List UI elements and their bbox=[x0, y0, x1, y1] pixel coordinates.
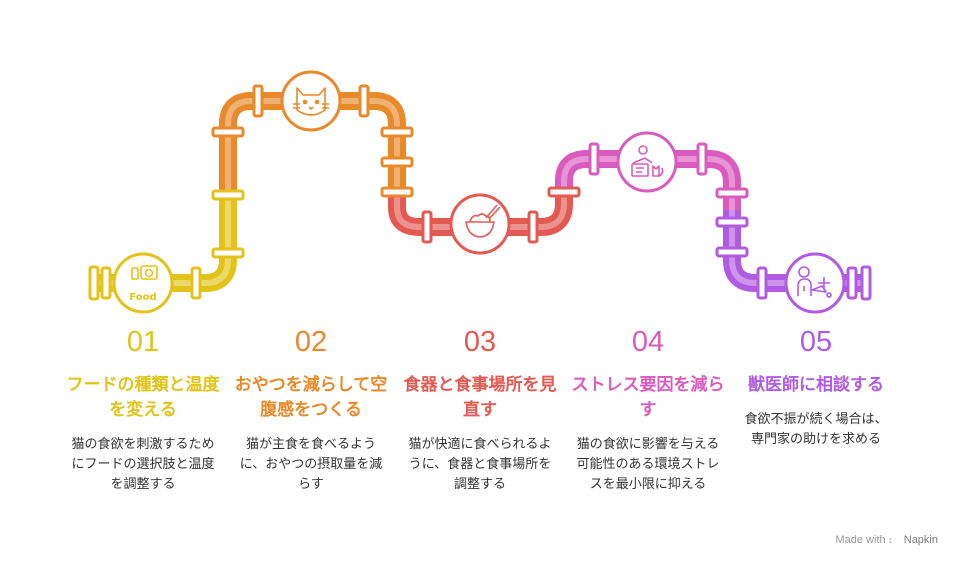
vet-consult-icon bbox=[797, 266, 832, 298]
pipe-end-cap-left bbox=[88, 265, 100, 301]
pipe-coupling bbox=[100, 266, 112, 300]
step-2: 02 おやつを減らして空腹感をつくる 猫が主食を食べるように、おやつの摂取量を減… bbox=[227, 325, 395, 495]
step-description: 食欲不振が続く場合は、専門家の助けを求める bbox=[744, 412, 888, 447]
step-title: 獣医師に相談する bbox=[748, 375, 884, 395]
step-description: 猫の食欲に影響を与える可能性のある環境ストレスを最小限に抑える bbox=[576, 437, 720, 492]
step-2-node bbox=[280, 70, 342, 132]
step-description: 猫の食欲を刺激するためにフードの選択肢と温度を調整する bbox=[71, 437, 215, 492]
pipe-coupling bbox=[380, 156, 414, 168]
pipe-coupling bbox=[696, 142, 708, 176]
pipe-end-cap-right bbox=[860, 265, 872, 301]
pipe-coupling bbox=[421, 210, 433, 244]
food-icon-label: Food bbox=[129, 292, 156, 303]
step-5-node bbox=[784, 252, 846, 314]
pipe-coupling bbox=[547, 186, 581, 198]
step-3: 03 食器と食事場所を見直す 猫が快適に食べられるように、食器と食事場所を調整す… bbox=[396, 325, 564, 495]
step-title: おやつを減らして空腹感をつくる bbox=[234, 375, 388, 420]
step-number: 03 bbox=[463, 326, 497, 358]
pipe-segment-5 bbox=[723, 210, 866, 292]
pipe-coupling bbox=[715, 246, 749, 258]
pipe-coupling bbox=[380, 126, 414, 138]
pipe-coupling bbox=[190, 266, 202, 300]
pipe-coupling bbox=[211, 126, 245, 138]
pipe-coupling bbox=[715, 216, 749, 228]
pipe-couplings bbox=[100, 84, 858, 300]
pipe-coupling bbox=[380, 186, 414, 198]
pipe-coupling bbox=[527, 210, 539, 244]
made-with-napkin-footer[interactable]: Made with ⨟ Napkin bbox=[835, 534, 938, 547]
pipe-coupling bbox=[715, 187, 749, 199]
step-4-node bbox=[616, 131, 678, 193]
step-number: 04 bbox=[631, 326, 665, 358]
step-number: 05 bbox=[799, 326, 833, 358]
step-number: 02 bbox=[294, 326, 328, 358]
cat-face-icon bbox=[293, 87, 329, 116]
step-3-node bbox=[449, 193, 511, 255]
pipe-coupling bbox=[358, 84, 370, 118]
stress-cat-icon bbox=[631, 145, 664, 177]
step-number: 01 bbox=[126, 326, 160, 358]
pipe-coupling bbox=[846, 266, 858, 300]
footer-prefix: Made with bbox=[835, 534, 886, 546]
footer-brand: Napkin bbox=[903, 534, 938, 546]
pipe-coupling bbox=[252, 84, 264, 118]
step-title: フードの種類と温度を変える bbox=[66, 375, 220, 420]
pipe-coupling bbox=[211, 247, 245, 259]
pipe-coupling bbox=[211, 189, 245, 201]
step-description: 猫が主食を食べるように、おやつの摂取量を減らす bbox=[239, 437, 383, 492]
napkin-logo-icon: ⨟ bbox=[888, 534, 892, 546]
step-5: 05 獣医師に相談する 食欲不振が続く場合は、専門家の助けを求める bbox=[732, 325, 900, 450]
step-title: 食器と食事場所を見直す bbox=[403, 375, 557, 420]
step-description: 猫が快適に食べられるように、食器と食事場所を調整する bbox=[408, 437, 552, 492]
camera-food-icon: Food bbox=[129, 265, 158, 303]
step-title: ストレス要因を減らす bbox=[571, 375, 725, 420]
step-1: 01 フードの種類と温度を変える 猫の食欲を刺激するためにフードの選択肢と温度を… bbox=[59, 325, 227, 495]
step-4: 04 ストレス要因を減らす 猫の食欲に影響を与える可能性のある環境ストレスを最小… bbox=[564, 325, 732, 495]
food-bowl-icon bbox=[465, 204, 501, 238]
step-1-node: Food bbox=[112, 252, 174, 314]
pipe-segment-1 bbox=[92, 195, 237, 292]
pipe-coupling bbox=[756, 266, 768, 300]
pipe-coupling bbox=[588, 142, 600, 176]
